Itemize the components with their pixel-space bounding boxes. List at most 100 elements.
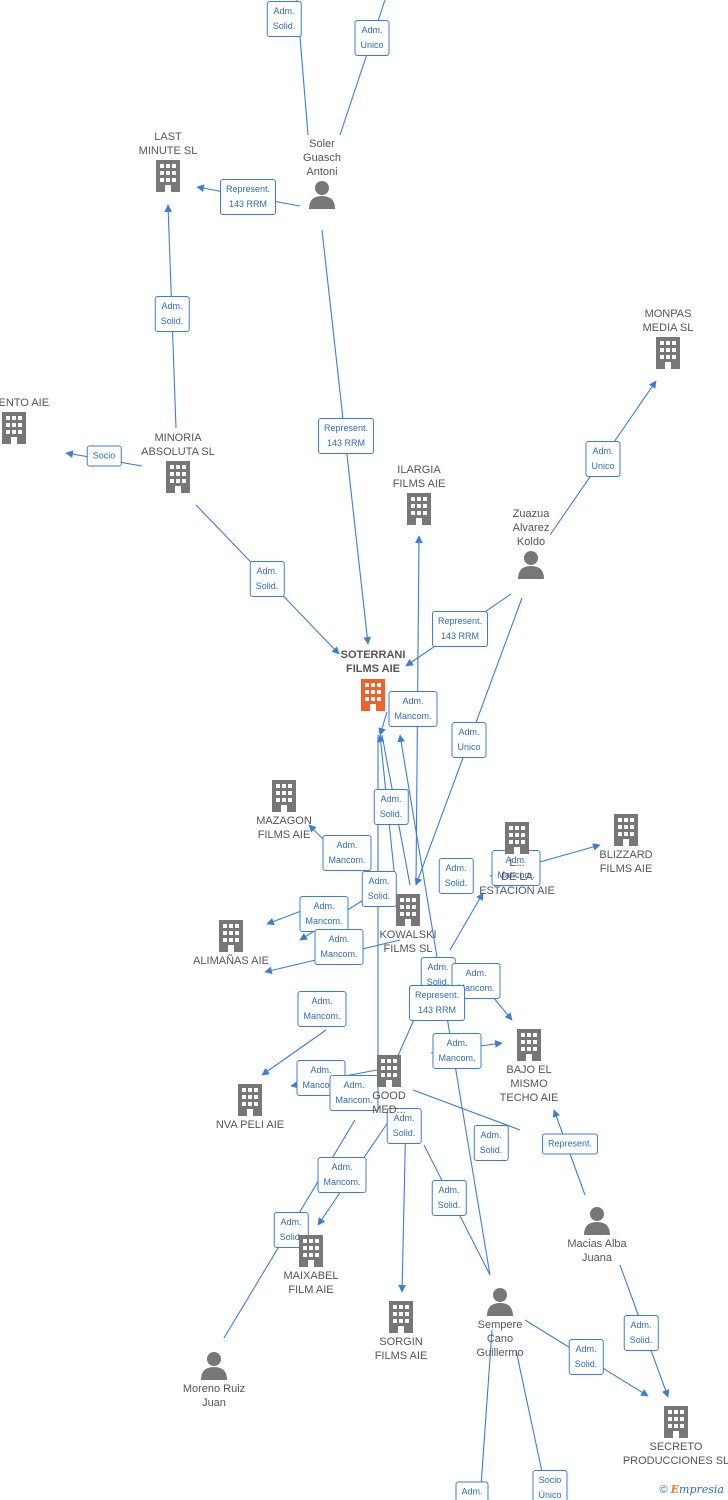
node-sorgin[interactable]: SORGIN FILMS AIE [346,1299,456,1363]
edge-label[interactable]: Adm. Mancom. [314,929,364,965]
edge-label[interactable]: Adm. Solid. [373,789,409,825]
node-nva-peli[interactable]: NVA PELI AIE [195,1082,305,1132]
footer: © Empresia [659,1483,724,1496]
node-maixabel[interactable]: MAIXABEL FILM AIE [256,1233,366,1297]
building-icon [156,160,180,192]
node-label: BAJO EL MISMO TECHO AIE [499,1064,559,1104]
node-label: Soler Guasch Antoni [303,138,341,178]
edge-label[interactable]: Adm. Mancom. [299,896,349,932]
edge-label[interactable]: Represent. 143 RRM [431,611,489,647]
building-icon [396,894,420,926]
node-label: SECRETO PRODUCCIONES SL [622,1441,728,1467]
node-label: NVA PELI AIE [215,1119,285,1131]
building-icon [299,1235,323,1267]
node-moreno[interactable]: Moreno Ruiz Juan [159,1350,269,1410]
edge-label[interactable]: Adm. [455,1481,489,1500]
node-last-minute[interactable]: LAST MINUTE SL [113,130,223,194]
edge-label[interactable]: Adm. Solid. [473,1125,509,1161]
relation-edge [479,1329,493,1500]
person-icon [487,1288,513,1316]
node-kowalski[interactable]: KOWALSKI FILMS SL [353,892,463,956]
edge-label[interactable]: Adm. Mancom. [388,691,438,727]
node-label: KOWALSKI FILMS SL [379,929,437,955]
node-alimanas[interactable]: ALIMAÑAS AIE [176,918,286,968]
node-blizzard[interactable]: BLIZZARD FILMS AIE [571,812,681,876]
edge-label[interactable]: Adm. Mancom. [322,835,372,871]
node-label: BLIZZARD FILMS AIE [599,849,653,875]
edge-label[interactable]: Adm. Solid. [386,1108,422,1144]
edge-label[interactable]: Adm. Solid. [438,858,474,894]
node-label: SOTERRANI FILMS AIE [340,649,406,675]
brand-logo-initial: E [670,1483,680,1496]
relation-edge [449,892,484,951]
edge-label[interactable]: Adm. Solid. [249,561,285,597]
node-soler[interactable]: Soler Guasch Antoni [267,137,377,211]
building-icon [219,920,243,952]
node-sempere[interactable]: Sempere Cano Guillermo [445,1286,555,1360]
edge-label[interactable]: Adm. Solid. [623,1315,659,1351]
building-icon [517,1029,541,1061]
node-label: MONPAS MEDIA SL [642,308,694,334]
edge-label[interactable]: Adm. Solid. [266,1,302,37]
building-icon [272,780,296,812]
building-icon [389,1301,413,1333]
node-good-med[interactable]: GOOD MED... [334,1053,444,1117]
building-icon [505,822,529,854]
node-secreto[interactable]: SECRETO PRODUCCIONES SL [606,1404,728,1468]
node-mazagon[interactable]: MAZAGON FILMS AIE [229,778,339,842]
edge-label[interactable]: Adm. Mancom. [317,1157,367,1193]
edge-label[interactable]: Represent. 143 RRM [317,418,375,454]
person-icon [309,181,335,209]
building-icon [664,1406,688,1438]
node-bajo-el-mismo-techo[interactable]: BAJO EL MISMO TECHO AIE [474,1027,584,1105]
node-label: ILARGIA FILMS AIE [392,464,446,490]
node-label: GOOD MED... [372,1090,406,1116]
node-label: ALIMAÑAS AIE [193,955,269,967]
node-amiento[interactable]: AMIENTO AIE [0,396,69,446]
node-minoria[interactable]: MINORIA ABSOLUTA SL [123,431,233,495]
edge-label[interactable]: Socio Único [532,1470,568,1500]
edge-label[interactable]: Adm. Solid. [431,1180,467,1216]
relation-edge [261,1029,327,1076]
node-label: Sempere Cano Guillermo [476,1319,524,1359]
edge-label[interactable]: Adm. Unico [585,441,621,477]
edge-label[interactable]: Adm. Mancom. [329,1075,379,1111]
person-icon [584,1207,610,1235]
node-ilargia[interactable]: ILARGIA FILMS AIE [364,463,474,527]
edge-label[interactable]: Socio [86,445,122,467]
edge-label[interactable]: Represent. 143 RRM [408,985,466,1021]
node-soterrani[interactable]: SOTERRANI FILMS AIE [318,648,428,714]
edge-label[interactable]: Represent. [541,1133,599,1155]
edge-label[interactable]: Adm. Unico [451,722,487,758]
node-macias[interactable]: Macias Alba Juana [542,1205,652,1265]
edge-label[interactable]: Adm. Mancom. [297,991,347,1027]
edge-label[interactable]: Adm. Solid. [568,1339,604,1375]
building-icon [656,337,680,369]
building-icon [238,1084,262,1116]
node-label: AMIENTO AIE [0,397,50,409]
edge-label[interactable]: Adm. Unico [354,20,390,56]
building-icon [377,1055,401,1087]
building-icon [407,493,431,525]
node-label: MINORIA ABSOLUTA SL [141,432,215,458]
node-monpas[interactable]: MONPAS MEDIA SL [613,307,723,371]
edge-label[interactable]: Adm. Solid. [154,296,190,332]
building-icon [2,412,26,444]
node-label: SORGIN FILMS AIE [374,1336,428,1362]
node-label: Zuazua Alvarez Koldo [512,508,550,548]
edge-label[interactable]: Adm. Solid. [361,871,397,907]
node-label: Macias Alba Juana [567,1238,627,1264]
building-icon [166,461,190,493]
node-label: MAZAGON FILMS AIE [256,815,312,841]
node-label: LAST MINUTE SL [138,131,198,157]
edge-label[interactable]: Adm. Solid. [273,1212,309,1248]
node-label: MAIXABEL FILM AIE [283,1270,339,1296]
node-label: L... DE LA ESTACION AIE [479,857,555,897]
relation-edge [378,711,388,736]
node-zuazua[interactable]: Zuazua Alvarez Koldo [476,507,586,581]
edge-label[interactable]: Represent. 143 RRM [219,179,277,215]
building-icon [361,679,385,711]
edge-label[interactable]: Adm. Mancom. [432,1033,482,1069]
node-estacion[interactable]: L... DE LA ESTACION AIE [462,820,572,898]
